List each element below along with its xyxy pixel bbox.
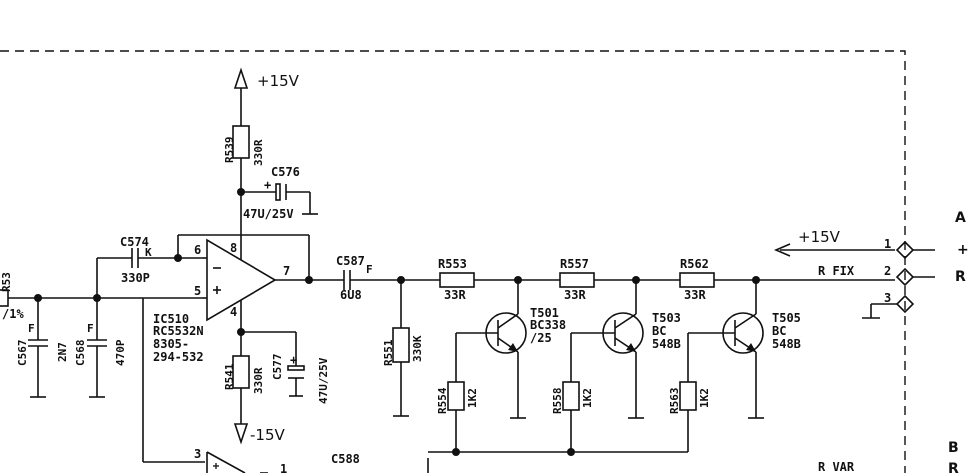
r551-ref: R551	[382, 339, 395, 366]
edge-a2: R	[955, 269, 966, 285]
c567-value: 2N7	[56, 342, 69, 362]
pin7: 7	[283, 264, 290, 278]
t501-part: BC338	[530, 318, 566, 332]
opamp-part: RC5532N	[153, 324, 204, 338]
pin5: 5	[194, 284, 201, 298]
section-b: B	[948, 440, 959, 456]
c574-tag: K	[145, 246, 152, 259]
base-bus	[427, 448, 688, 473]
opamp-ref: IC510	[153, 312, 189, 326]
svg-text:+: +	[264, 178, 271, 192]
connector	[773, 240, 935, 319]
t505-suffix: 548B	[772, 337, 801, 351]
c568-tag: F	[87, 322, 94, 335]
conn-pin3: 3	[884, 291, 891, 305]
pin4: 4	[230, 305, 237, 319]
c576-value: 47U/25V	[243, 207, 294, 221]
c567-ref: C567	[16, 340, 29, 367]
section-a: A	[955, 210, 966, 226]
r539-value: 330R	[252, 139, 265, 166]
r558-ref: R558	[551, 388, 564, 415]
supply-neg-label: -15V	[250, 426, 285, 444]
edge-a1: +	[957, 242, 969, 258]
conn-pin1: 1	[884, 237, 891, 251]
supply-pos-right: +15V	[798, 228, 841, 246]
opamp-symbol	[177, 192, 313, 473]
r541-ref: R541	[223, 363, 236, 390]
series-resistors	[439, 272, 895, 288]
r563-value: 1K2	[698, 388, 711, 408]
svg-text:+: +	[290, 353, 297, 367]
r562-ref: R562	[680, 257, 709, 271]
c587-ref: C587	[336, 254, 365, 268]
r553-ref: R553	[438, 257, 467, 271]
r539-ref: R539	[223, 137, 236, 164]
t505-part: BC	[772, 324, 786, 338]
c587-tag: F	[366, 263, 373, 276]
c576-ref: C576	[271, 165, 300, 179]
c568-ref: C568	[74, 340, 87, 367]
t501-ref: T501	[530, 306, 559, 320]
r557-value: 33R	[564, 288, 586, 302]
net-r-var: R VAR	[818, 460, 855, 473]
c568-value: 470P	[114, 339, 127, 366]
t501-suffix: /25	[530, 331, 552, 345]
opamp-code2: 294-532	[153, 350, 204, 364]
negative-supply: +	[232, 328, 305, 445]
t503-part: BC	[652, 324, 666, 338]
board-outline	[0, 50, 906, 473]
transistor-t505	[679, 280, 764, 452]
t503-suffix: 548B	[652, 337, 681, 351]
r554-ref: R554	[436, 387, 449, 414]
positive-supply: +	[232, 67, 318, 215]
net-r-fix: R FIX	[818, 264, 855, 278]
r558-value: 1K2	[581, 388, 594, 408]
c588-ref: C588	[331, 452, 360, 466]
c567-tag: F	[28, 322, 35, 335]
r541-value: 330R	[252, 367, 265, 394]
left-res-ref: R53	[0, 272, 13, 292]
transistor-t503	[562, 280, 644, 452]
pin1: 1	[280, 462, 287, 473]
c577-value: 47U/25V	[317, 357, 330, 404]
conn-pin2: 2	[884, 264, 891, 278]
c574-ref: C574	[120, 235, 149, 249]
r557-ref: R557	[560, 257, 589, 271]
r563-ref: R563	[668, 388, 681, 415]
pin8: 8	[230, 241, 237, 255]
c587-value: 6U8	[340, 288, 362, 302]
opamp-code1: 8305-	[153, 337, 189, 351]
r554-value: 1K2	[466, 388, 479, 408]
left-res-value: /1%	[2, 307, 24, 321]
t505-ref: T505	[772, 311, 801, 325]
transistor-t501	[447, 280, 527, 452]
c574-value: 330P	[121, 271, 150, 285]
edge-b: R	[948, 461, 959, 473]
c577-ref: C577	[271, 354, 284, 381]
r551-value: 330K	[411, 335, 424, 362]
pin3: 3	[194, 447, 201, 461]
pin6: 6	[194, 243, 201, 257]
t503-ref: T503	[652, 311, 681, 325]
supply-pos-label: +15V	[257, 72, 300, 90]
input-section	[0, 248, 205, 463]
output-stage	[309, 270, 440, 417]
r562-value: 33R	[684, 288, 706, 302]
r553-value: 33R	[444, 288, 466, 302]
